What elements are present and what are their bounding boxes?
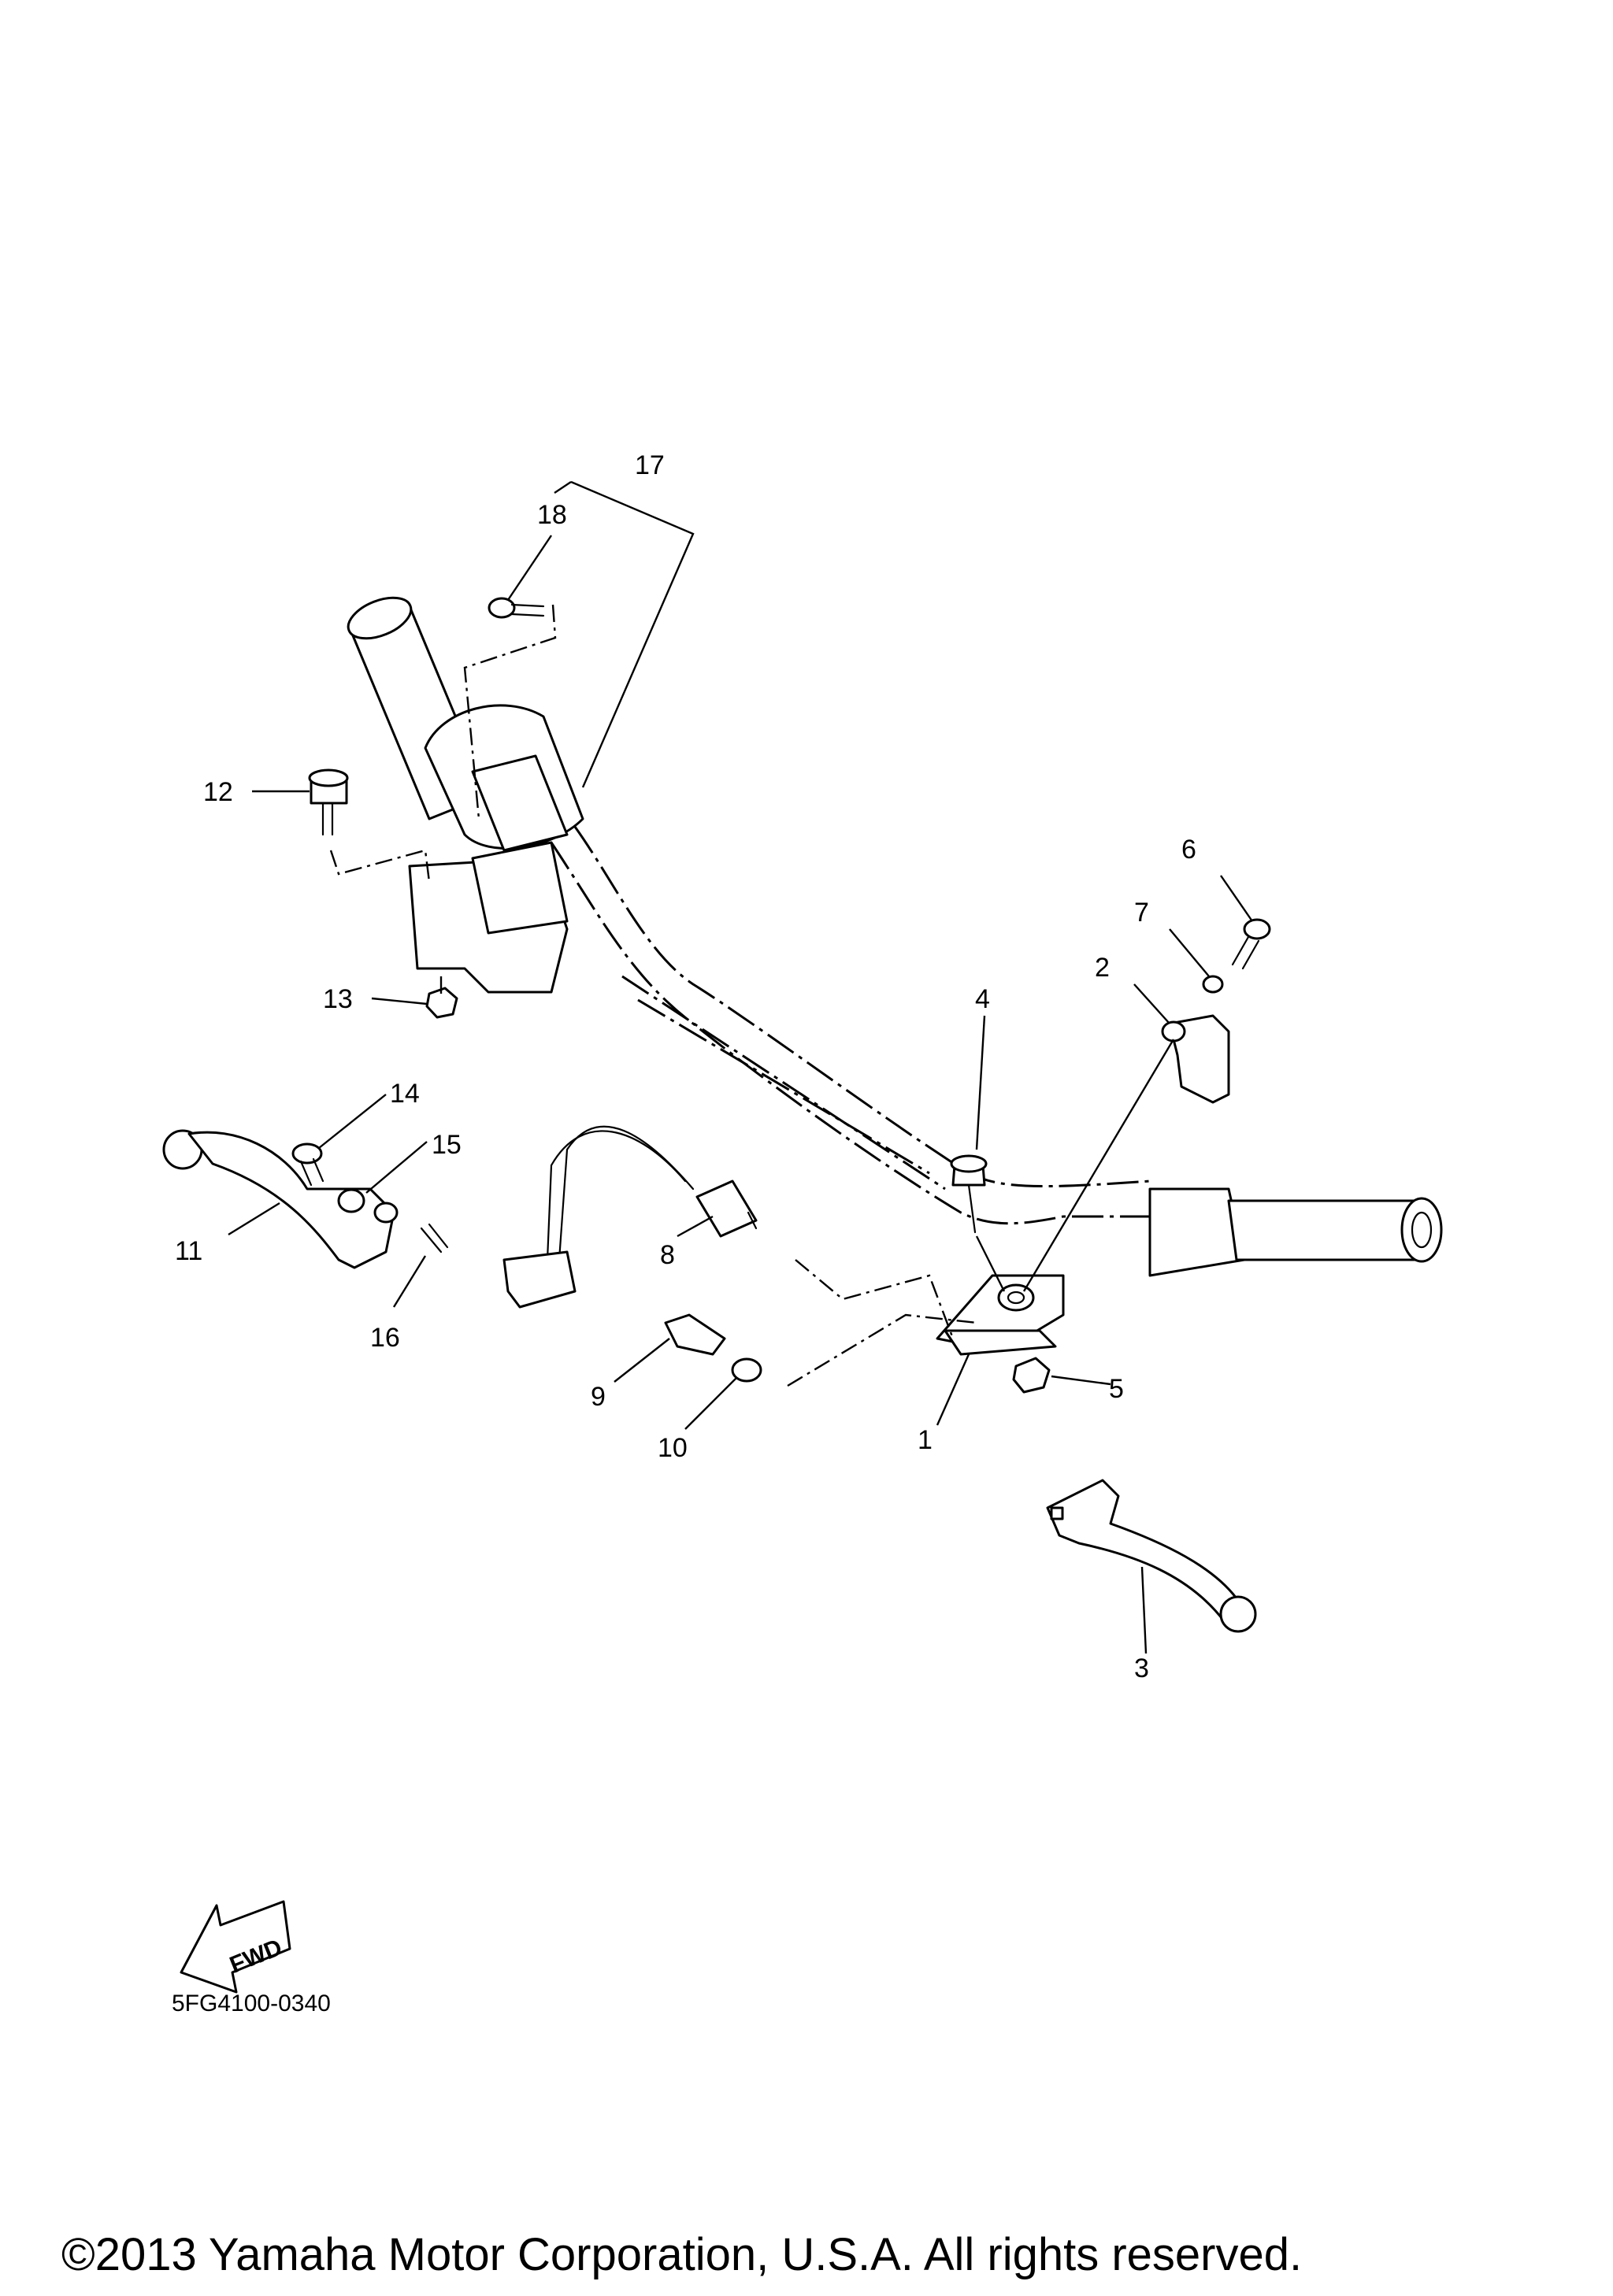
callout-16: 16 — [370, 1323, 400, 1353]
callout-13: 13 — [323, 984, 353, 1014]
fwd-arrow-icon: FWD — [180, 1900, 291, 1994]
left-grip — [347, 596, 584, 994]
bracket-part-2 — [1161, 1014, 1230, 1104]
bolt-part-14 — [291, 1142, 324, 1187]
adjuster-part-9 — [664, 1313, 726, 1356]
handlebar — [550, 826, 1151, 1225]
callout-1: 1 — [918, 1425, 933, 1455]
callout-9: 9 — [591, 1382, 606, 1412]
callout-10: 10 — [658, 1433, 688, 1463]
screw-part-18 — [488, 597, 545, 619]
nut-part-5 — [1012, 1357, 1051, 1394]
lever-holder-part-1 — [936, 1274, 1065, 1356]
callout-7: 7 — [1134, 898, 1149, 928]
callout-4: 4 — [975, 984, 990, 1014]
callout-5: 5 — [1109, 1374, 1124, 1404]
switch-part-8 — [502, 1125, 758, 1309]
bolt-part-4 — [950, 1154, 988, 1234]
callout-8: 8 — [660, 1240, 675, 1270]
locknut-part-10 — [731, 1357, 762, 1383]
callout-2: 2 — [1095, 953, 1110, 983]
callout-labels: 1 2 3 4 5 6 7 8 9 10 11 12 13 14 15 16 1… — [175, 450, 1196, 1683]
callout-14: 14 — [390, 1079, 420, 1109]
assembly-lines — [329, 604, 1175, 1387]
screw-part-6 — [1231, 918, 1271, 970]
nut-part-13 — [425, 987, 458, 1019]
screw-part-16 — [420, 1223, 449, 1254]
callout-15: 15 — [432, 1130, 462, 1160]
copyright-notice: ©2013 Yamaha Motor Corporation, U.S.A. A… — [61, 2229, 1303, 2280]
lever-part-3 — [1046, 1479, 1257, 1633]
bolt-part-12 — [308, 768, 349, 836]
nut-part-15 — [337, 1188, 365, 1213]
callout-18: 18 — [537, 500, 567, 530]
diagram-code: 5FG4100-0340 — [172, 1990, 331, 2016]
callout-12: 12 — [203, 777, 233, 807]
washer-part-7 — [1202, 975, 1224, 994]
callout-17: 17 — [635, 450, 665, 480]
callout-3: 3 — [1134, 1653, 1149, 1683]
lever-part-11 — [162, 1129, 399, 1269]
right-grip — [1148, 1187, 1443, 1277]
callout-11: 11 — [175, 1236, 202, 1266]
leader-lines — [228, 480, 1253, 1654]
callout-6: 6 — [1181, 835, 1196, 865]
